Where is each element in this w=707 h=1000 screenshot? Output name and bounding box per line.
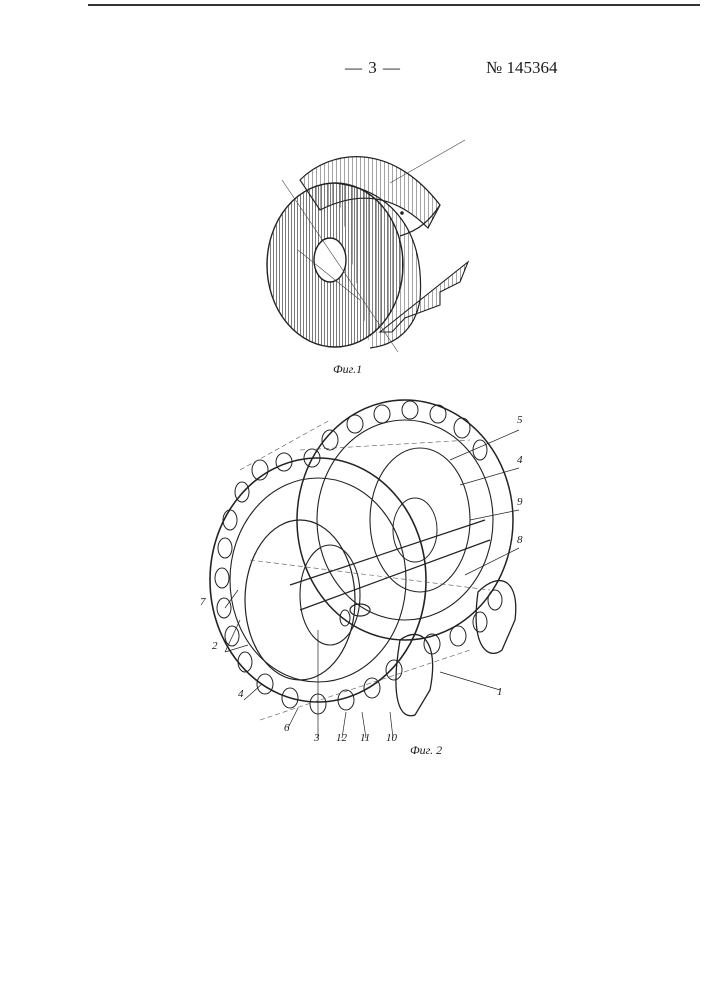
label-3: 3 <box>314 732 320 744</box>
figure1-drawing <box>267 140 468 352</box>
figure2-drawing <box>210 400 519 738</box>
figure2-caption: Фиг. 2 <box>410 743 442 758</box>
label-6: 6 <box>284 722 290 734</box>
label-7: 7 <box>200 596 206 608</box>
label-12: 12 <box>336 732 347 744</box>
label-5: 5 <box>517 414 523 426</box>
label-2: 2 <box>212 640 218 652</box>
label-11: 11 <box>360 732 370 744</box>
label-4-lower: 4 <box>238 688 244 700</box>
label-10: 10 <box>386 732 397 744</box>
label-9: 9 <box>517 496 523 508</box>
figure1-caption: Фиг.1 <box>333 362 362 377</box>
label-1: 1 <box>497 686 503 698</box>
label-4-upper: 4 <box>517 454 523 466</box>
label-8: 8 <box>517 534 523 546</box>
